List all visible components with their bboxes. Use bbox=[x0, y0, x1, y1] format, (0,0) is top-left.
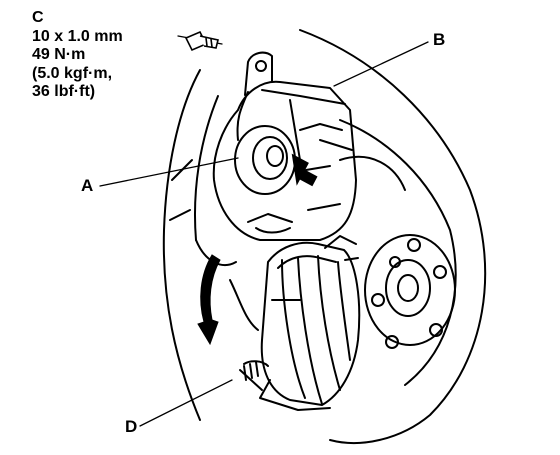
guide-bolt bbox=[239, 213, 293, 391]
caliper-body bbox=[212, 80, 357, 241]
torque-nm: 49 N·m bbox=[32, 46, 86, 63]
leader-d bbox=[139, 379, 233, 427]
bolt-c-icon bbox=[184, 30, 219, 52]
brake-disc bbox=[299, 29, 487, 444]
bolt-size: 10 x 1.0 mm bbox=[32, 27, 123, 45]
push-arrow-icon bbox=[291, 153, 318, 187]
callout-c: C bbox=[32, 9, 44, 26]
bolt-spec: C 10 x 1.0 mm 49 N·m (5.0 kgf·m, 36 lbf·… bbox=[32, 9, 123, 102]
arrow-icons bbox=[197, 153, 318, 346]
rotate-arrow-icon bbox=[197, 254, 221, 346]
leader-b bbox=[333, 41, 429, 87]
leader-a bbox=[99, 157, 239, 187]
callout-d: D bbox=[125, 417, 138, 436]
callout-a: A bbox=[81, 176, 94, 195]
steering-knuckle bbox=[162, 69, 259, 421]
torque-kgfm: (5.0 kgf·m, bbox=[32, 64, 113, 82]
callout-b: B bbox=[433, 30, 446, 49]
leader-lines bbox=[99, 35, 429, 427]
brake-pad bbox=[259, 235, 361, 411]
torque-lbfft: 36 lbf·ft) bbox=[32, 83, 96, 100]
